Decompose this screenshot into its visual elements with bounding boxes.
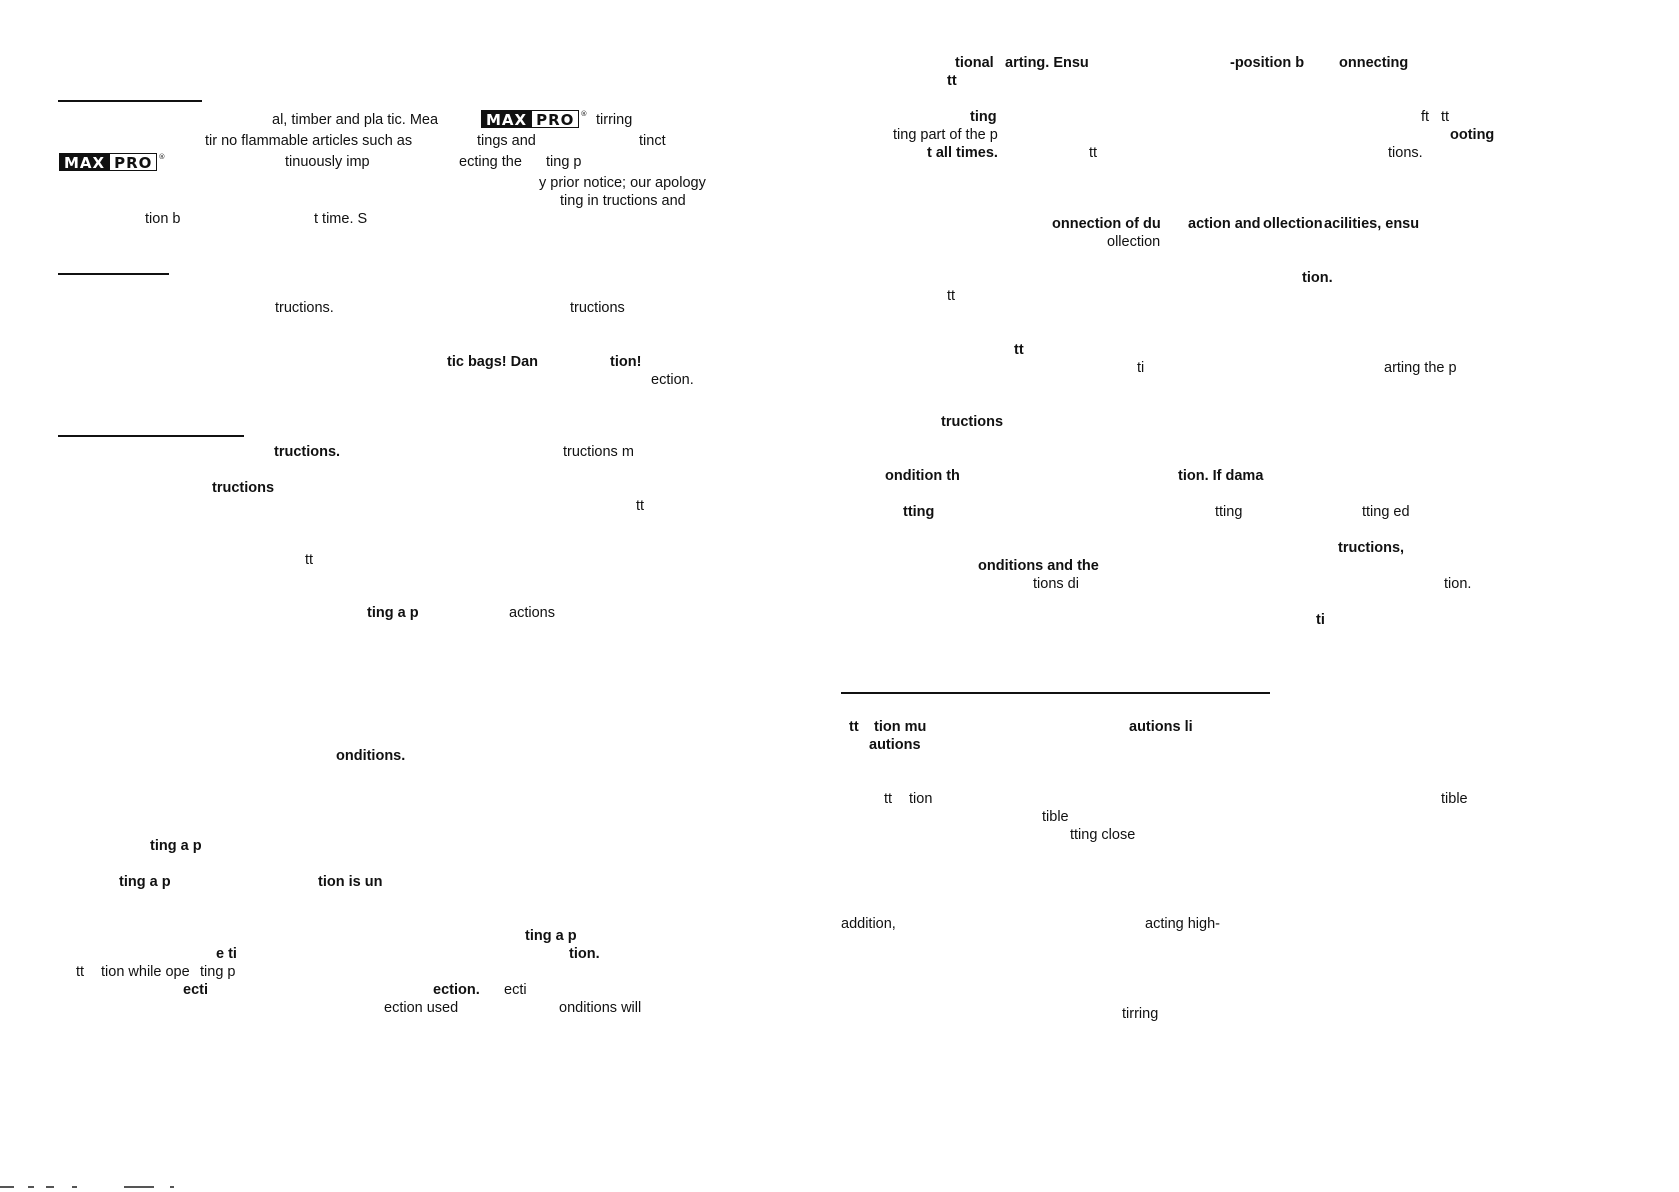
text-fragment: tion while ope bbox=[101, 964, 190, 980]
text-fragment: ting part of the p bbox=[893, 127, 998, 143]
text-fragment: tt bbox=[76, 964, 85, 980]
text-fragment: tructions. bbox=[275, 300, 334, 316]
text-fragment: ecting the bbox=[459, 154, 522, 170]
text-fragment: tion. bbox=[1302, 270, 1333, 286]
text-fragment: tt bbox=[305, 552, 314, 568]
text-fragment: action and bbox=[1188, 216, 1261, 232]
text-fragment: onditions and the bbox=[978, 558, 1099, 574]
text-fragment: t time. S bbox=[314, 211, 368, 227]
text-fragment: ting a p bbox=[525, 928, 577, 944]
text-fragment: onnecting bbox=[1339, 55, 1409, 71]
text-fragment: tible bbox=[1441, 791, 1468, 807]
text-fragment: tion is un bbox=[318, 874, 383, 890]
text-fragment: tructions bbox=[570, 300, 625, 316]
text-fragment: tructions. bbox=[274, 444, 341, 460]
text-fragment: tion! bbox=[610, 354, 642, 370]
text-fragment: tion b bbox=[145, 211, 181, 227]
text-fragment: ooting bbox=[1450, 127, 1495, 143]
text-fragment: tion. If dama bbox=[1178, 468, 1264, 484]
text-fragment: tional bbox=[955, 55, 994, 71]
text-fragment: tt bbox=[1014, 342, 1024, 358]
text-fragment: ting in tructions and bbox=[560, 193, 686, 209]
text-fragment: tinuously imp bbox=[285, 154, 370, 170]
text-fragment: actions bbox=[509, 605, 555, 621]
section-rule-4 bbox=[841, 692, 1270, 694]
text-fragment: onnection of du bbox=[1052, 216, 1161, 232]
text-fragment: ollection bbox=[1263, 216, 1323, 232]
text-fragment: tructions bbox=[941, 414, 1004, 430]
text-fragment: tting close bbox=[1070, 827, 1136, 843]
text-fragment: ondition th bbox=[885, 468, 960, 484]
text-fragment: tt bbox=[947, 288, 956, 304]
text-fragment: tinct bbox=[639, 133, 666, 149]
text-fragment: tructions bbox=[212, 480, 275, 496]
logo-pro: PRO bbox=[110, 153, 158, 172]
text-fragment: ting a p bbox=[367, 605, 419, 621]
text-fragment: tt bbox=[947, 73, 957, 89]
text-fragment: tting bbox=[1215, 504, 1243, 520]
text-fragment: tructions m bbox=[563, 444, 634, 460]
text-fragment: ection. bbox=[651, 372, 694, 388]
text-fragment: ecti bbox=[183, 982, 208, 998]
scan-edge-marks bbox=[0, 1186, 200, 1192]
text-fragment: ecti bbox=[504, 982, 527, 998]
section-rule-2 bbox=[58, 273, 169, 275]
text-fragment: tic bags! Dan bbox=[447, 354, 539, 370]
text-fragment: ting p bbox=[200, 964, 236, 980]
text-fragment: t all times. bbox=[927, 145, 998, 161]
text-fragment: tions di bbox=[1033, 576, 1079, 592]
logo-pro: PRO bbox=[532, 110, 580, 129]
text-fragment: tings and bbox=[477, 133, 536, 149]
text-fragment: tible bbox=[1042, 809, 1069, 825]
text-fragment: al, timber and pla tic. Mea bbox=[272, 112, 439, 128]
logo-max: MAX bbox=[59, 153, 111, 172]
text-fragment: tions. bbox=[1388, 145, 1423, 161]
text-fragment: tting bbox=[903, 504, 935, 520]
text-fragment: ti bbox=[1137, 360, 1145, 376]
text-fragment: tt bbox=[636, 498, 645, 514]
text-fragment: tion. bbox=[1444, 576, 1472, 592]
text-fragment: acting high- bbox=[1145, 916, 1220, 932]
text-fragment: onditions will bbox=[559, 1000, 642, 1016]
text-fragment: onditions. bbox=[336, 748, 406, 764]
text-fragment: ection used bbox=[384, 1000, 459, 1016]
text-fragment: tt bbox=[1089, 145, 1098, 161]
text-fragment: ection. bbox=[433, 982, 480, 998]
text-fragment: autions bbox=[869, 737, 921, 753]
text-fragment: addition, bbox=[841, 916, 896, 932]
section-rule-3 bbox=[58, 435, 244, 437]
text-fragment: tructions, bbox=[1338, 540, 1405, 556]
text-fragment: autions li bbox=[1129, 719, 1193, 735]
text-fragment: tir no flammable articles such as bbox=[205, 133, 413, 149]
text-fragment: arting. Ensu bbox=[1005, 55, 1089, 71]
text-fragment: -position b bbox=[1230, 55, 1305, 71]
text-fragment: acilities, ensu bbox=[1324, 216, 1420, 232]
text-fragment: ting a p bbox=[119, 874, 171, 890]
registered-mark: ® bbox=[158, 153, 166, 161]
text-fragment: tirring bbox=[596, 112, 633, 128]
text-fragment: ting a p bbox=[150, 838, 202, 854]
text-fragment: ting bbox=[970, 109, 997, 125]
logo-max: MAX bbox=[481, 110, 533, 129]
text-fragment: y prior notice; our apology bbox=[539, 175, 706, 191]
text-fragment: tion bbox=[909, 791, 933, 807]
text-fragment: ting p bbox=[546, 154, 582, 170]
text-fragment: ollection bbox=[1107, 234, 1161, 250]
text-fragment: tirring bbox=[1122, 1006, 1159, 1022]
text-fragment: arting the p bbox=[1384, 360, 1457, 376]
text-fragment: tt bbox=[1441, 109, 1450, 125]
registered-mark: ® bbox=[580, 110, 588, 118]
section-rule-1 bbox=[58, 100, 202, 102]
text-fragment: ft bbox=[1421, 109, 1430, 125]
text-fragment: tt bbox=[884, 791, 893, 807]
text-fragment: ti bbox=[1316, 612, 1325, 628]
text-fragment: e ti bbox=[216, 946, 237, 962]
text-fragment: tion mu bbox=[874, 719, 927, 735]
text-fragment: tt bbox=[849, 719, 859, 735]
text-fragment: tting ed bbox=[1362, 504, 1410, 520]
text-fragment: tion. bbox=[569, 946, 600, 962]
